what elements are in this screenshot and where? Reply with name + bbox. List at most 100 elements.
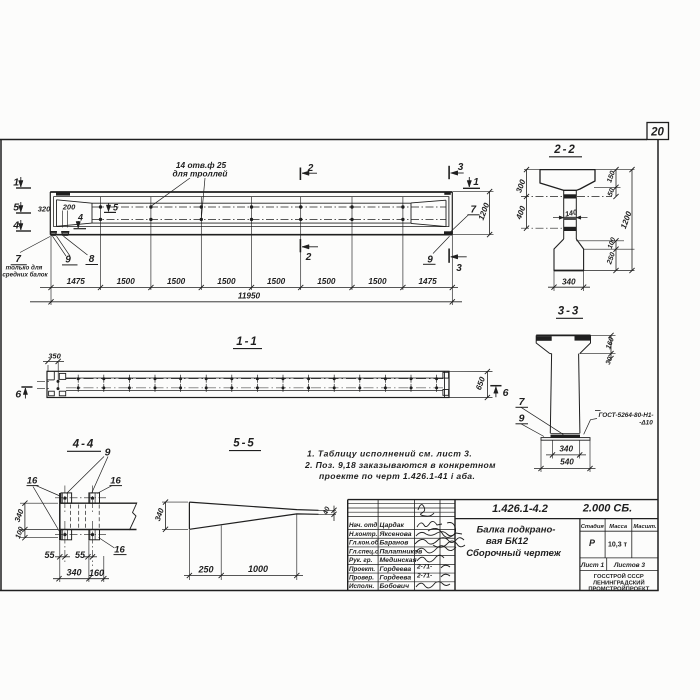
svg-text:1-1: 1-1 [236, 336, 259, 348]
svg-text:100: 100 [607, 237, 618, 250]
svg-text:Н.контр.: Н.контр. [349, 531, 378, 538]
svg-text:Мединская: Мединская [380, 556, 417, 564]
svg-text:2. Поз. 9,18 заказываются в ко: 2. Поз. 9,18 заказываются в конкретном [304, 460, 496, 470]
svg-text:350: 350 [48, 351, 61, 360]
svg-text:Палатников: Палатников [380, 548, 423, 555]
svg-text:5-5: 5-5 [233, 438, 256, 450]
svg-text:16: 16 [114, 545, 125, 556]
svg-text:1475: 1475 [67, 277, 86, 286]
svg-text:2.000 СБ.: 2.000 СБ. [582, 503, 632, 515]
svg-text:1200: 1200 [619, 210, 634, 230]
svg-text:2-71-: 2-71- [416, 564, 432, 571]
svg-text:1000: 1000 [248, 564, 268, 574]
svg-text:Исполн.: Исполн. [349, 583, 374, 590]
svg-text:4-4: 4-4 [72, 439, 96, 451]
svg-text:16: 16 [27, 476, 38, 487]
svg-text:320: 320 [38, 205, 51, 214]
svg-text:1500: 1500 [267, 277, 286, 286]
svg-text:1500: 1500 [368, 277, 387, 286]
svg-text:6: 6 [503, 387, 509, 399]
svg-text:1500: 1500 [217, 277, 236, 286]
svg-text:7: 7 [519, 396, 526, 408]
svg-text:2: 2 [307, 163, 314, 174]
svg-text:4: 4 [12, 220, 19, 232]
svg-text:ПРОМСТРОЙПРОЕКТ: ПРОМСТРОЙПРОЕКТ [588, 584, 649, 592]
svg-text:Сборочный чертеж: Сборочный чертеж [466, 548, 562, 559]
svg-text:2-2: 2-2 [553, 144, 577, 156]
svg-text:Масшт.: Масшт. [633, 524, 657, 530]
svg-text:Лист 1: Лист 1 [580, 562, 605, 569]
svg-text:14 отв.ф 25: 14 отв.ф 25 [176, 160, 227, 170]
svg-text:Гордеева: Гордеева [380, 565, 412, 573]
svg-text:ЛЕНИНГРАДСКИЙ: ЛЕНИНГРАДСКИЙ [593, 578, 645, 586]
svg-text:55: 55 [44, 550, 55, 560]
svg-text:Цардак: Цардак [380, 521, 405, 529]
svg-text:9: 9 [105, 447, 111, 459]
svg-text:11950: 11950 [238, 292, 261, 301]
svg-text:Нач. отд: Нач. отд [349, 521, 377, 529]
svg-text:Листов 3: Листов 3 [613, 562, 645, 569]
svg-text:5: 5 [113, 203, 119, 213]
svg-text:250: 250 [197, 564, 213, 574]
svg-text:540: 540 [560, 458, 574, 467]
svg-text:1500: 1500 [117, 277, 136, 286]
svg-text:Стадия: Стадия [581, 524, 605, 530]
svg-text:5: 5 [13, 202, 19, 214]
svg-text:-Δ10: -Δ10 [639, 420, 653, 427]
svg-text:160: 160 [603, 336, 616, 350]
svg-text:340: 340 [13, 507, 26, 523]
svg-text:Балка подкрано-: Балка подкрано- [477, 525, 556, 536]
svg-text:10,3 т: 10,3 т [608, 542, 628, 549]
svg-text:1: 1 [13, 177, 19, 189]
svg-text:ГОСТ-5264-80-Н1-: ГОСТ-5264-80-Н1- [598, 412, 653, 419]
svg-text:8: 8 [89, 254, 95, 265]
svg-text:50: 50 [607, 188, 616, 198]
svg-text:160: 160 [89, 568, 104, 578]
svg-text:Масса: Масса [609, 524, 628, 530]
svg-text:9: 9 [427, 254, 433, 265]
svg-text:Проект.: Проект. [349, 566, 375, 573]
svg-text:для троллей: для троллей [173, 169, 228, 179]
svg-text:20: 20 [650, 127, 664, 139]
svg-text:ГОССТРОЙ СССР: ГОССТРОЙ СССР [594, 572, 644, 580]
svg-text:Гл.кон.об: Гл.кон.об [349, 539, 380, 547]
svg-text:3: 3 [456, 263, 462, 274]
svg-text:2-71-: 2-71- [416, 572, 432, 579]
svg-text:100: 100 [13, 525, 26, 539]
svg-text:340: 340 [562, 277, 576, 286]
svg-text:300: 300 [514, 178, 527, 194]
svg-text:1: 1 [473, 177, 479, 188]
svg-text:1.426.1-4.2: 1.426.1-4.2 [492, 503, 548, 515]
svg-text:Рук. гр.: Рук. гр. [349, 557, 373, 564]
svg-text:проекте по черт 1.426.1-41 і а: проекте по черт 1.426.1-41 і аба. [319, 471, 475, 481]
svg-text:650: 650 [474, 375, 487, 391]
svg-text:55: 55 [75, 550, 86, 560]
svg-text:Баранов: Баранов [380, 540, 409, 547]
svg-text:6: 6 [15, 389, 21, 401]
svg-text:1500: 1500 [317, 277, 336, 286]
svg-text:340: 340 [66, 568, 81, 578]
svg-text:4: 4 [77, 213, 83, 223]
svg-text:только для: только для [6, 265, 43, 272]
svg-text:3-3: 3-3 [558, 306, 581, 318]
svg-text:9: 9 [65, 255, 71, 266]
svg-text:400: 400 [514, 204, 528, 221]
svg-text:40: 40 [320, 505, 332, 517]
svg-text:Провер.: Провер. [349, 574, 374, 581]
svg-text:340: 340 [153, 506, 166, 522]
svg-text:Гл.спец.о: Гл.спец.о [349, 548, 379, 555]
svg-text:вая БК12: вая БК12 [486, 536, 529, 547]
svg-text:30: 30 [605, 356, 614, 366]
svg-text:средних балок: средних балок [2, 272, 48, 279]
svg-text:9: 9 [519, 413, 525, 425]
svg-text:7: 7 [471, 205, 477, 216]
svg-text:2: 2 [305, 252, 312, 263]
svg-text:140: 140 [564, 207, 578, 218]
svg-text:1. Таблицу исполнений см. лис: 1. Таблицу исполнений см. лист 3. [307, 449, 472, 459]
svg-text:150: 150 [604, 169, 617, 183]
svg-text:340: 340 [559, 445, 573, 454]
svg-text:3: 3 [458, 162, 464, 173]
svg-text:Яксенова: Яксенова [379, 531, 412, 538]
svg-text:Р: Р [589, 538, 596, 548]
svg-text:16: 16 [110, 476, 121, 487]
